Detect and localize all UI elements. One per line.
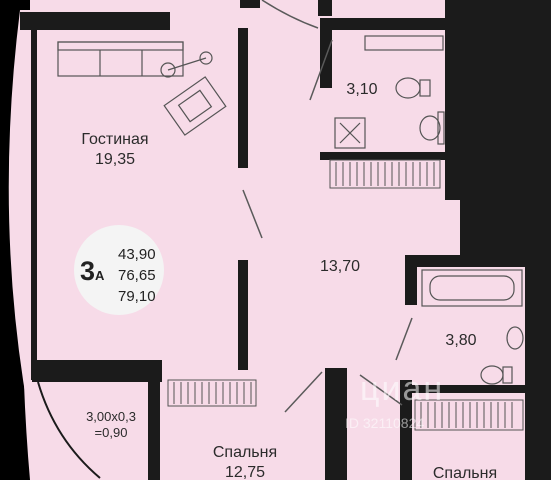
room-living-name: Гостиная	[81, 131, 149, 148]
wall-right-bottom	[525, 255, 551, 480]
wall-bedroom-left	[148, 370, 160, 480]
sink-2-icon	[506, 326, 524, 350]
wall-right-upper	[445, 0, 551, 200]
apartment-code: 3А	[80, 256, 104, 287]
toilet-tank	[419, 79, 431, 97]
apartment-area-living: 43,90	[118, 246, 156, 263]
toilet-2-tank	[502, 366, 513, 384]
wardrobe-bedroom2-hatch	[420, 402, 513, 428]
lamp-head	[160, 62, 176, 78]
toilet-2-icon	[480, 365, 513, 385]
room-bath1-area: 3,10	[346, 81, 378, 98]
toilet-icon	[395, 77, 431, 99]
apartment-code-suffix: А	[95, 268, 105, 283]
bathtub-inner	[429, 275, 515, 301]
room-bedroom2-name: Спальня	[432, 465, 498, 480]
door-bedroom2	[359, 374, 403, 406]
door-bedroom1	[284, 371, 323, 413]
apartment-area-with-balcony: 79,10	[118, 288, 156, 305]
wall-top-small	[318, 0, 332, 16]
wardrobe-bedroom1-hatch	[173, 382, 252, 404]
sofa-back	[57, 41, 184, 51]
room-living: Гостиная 19,35	[60, 130, 170, 170]
apartment-badge: 3А 43,90 76,65 79,10	[74, 225, 164, 315]
shelf-bath1	[364, 35, 444, 51]
room-bedroom1-name: Спальня	[212, 444, 278, 461]
wall-bath2-left	[405, 255, 417, 305]
wall-bedroom2-left	[400, 380, 412, 480]
walls	[20, 0, 551, 480]
balcony-dims: 3,00x0,3	[86, 409, 136, 424]
wardrobe-corridor-box	[329, 159, 441, 189]
shower-cross-2	[339, 122, 361, 144]
watermark-brand: циан	[360, 370, 445, 408]
sink-counter	[437, 111, 445, 145]
door-top	[261, 0, 319, 29]
floor-curved-left-strip	[8, 10, 60, 470]
room-bedroom1: Спальня 12,75	[200, 443, 290, 480]
wall-bath2-top	[405, 255, 530, 267]
room-bedroom1-area: 12,75	[224, 464, 266, 480]
armchair-icon	[163, 76, 227, 136]
wall-bath2-bottom	[405, 385, 530, 393]
shelf-bath1-box	[364, 35, 444, 51]
balcony-outline	[37, 381, 101, 479]
room-corridor-area: 13,70	[319, 258, 361, 275]
apartment-areas: 43,90 76,65 79,10	[118, 244, 156, 307]
wall-right-lower	[460, 200, 551, 255]
room-living-area: 19,35	[94, 151, 136, 168]
wardrobe-icon	[167, 159, 524, 431]
wardrobe-bedroom2-box	[414, 399, 524, 431]
wall-bath1-bottom	[320, 152, 455, 160]
floor-lamp-icon	[160, 51, 213, 78]
apartment-area-total: 76,65	[118, 267, 156, 284]
wardrobe-bedroom1-box	[167, 379, 257, 407]
wall-living-right-top	[238, 28, 248, 168]
door-bath1	[309, 39, 333, 101]
shower-tray-icon	[334, 117, 366, 149]
wall-top-mid	[240, 0, 260, 8]
armchair-body	[163, 76, 227, 136]
door-living	[242, 189, 263, 239]
shower-tray	[334, 117, 366, 149]
bathtub-icon	[421, 269, 523, 307]
lamp-base	[199, 51, 213, 65]
sink-2-basin	[506, 326, 524, 350]
watermark-id: ID 32110824	[345, 415, 425, 431]
apartment-code-number: 3	[80, 256, 96, 286]
bathtub-outer	[421, 269, 523, 307]
door-bath2	[395, 317, 413, 361]
wall-left-curved	[31, 30, 37, 380]
wall-living-bottom	[32, 360, 162, 382]
wall-top-left	[20, 12, 170, 30]
wall-corridor-bottom	[325, 368, 347, 480]
doors	[242, 0, 413, 413]
wardrobe-corridor-hatch	[335, 162, 435, 186]
sofa-icon	[57, 41, 184, 77]
sink-basin	[419, 115, 441, 141]
wall-living-right-bottom	[238, 260, 248, 370]
armchair-seat	[177, 89, 213, 123]
balcony-label: 3,00x0,3 =0,90	[66, 409, 156, 442]
wall-bath1-top	[320, 18, 450, 30]
room-bath2-area: 3,80	[445, 332, 477, 349]
sink-icon	[419, 111, 445, 145]
balcony-area: =0,90	[94, 425, 128, 441]
